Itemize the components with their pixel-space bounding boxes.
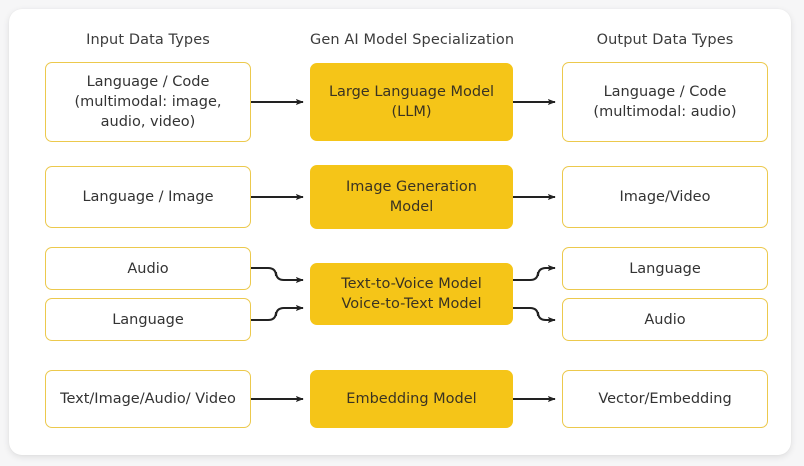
column-header-input: Input Data Types	[86, 32, 210, 48]
node-output-vector-embedding[interactable]: Vector/Embedding	[562, 370, 768, 428]
node-model-large-language-model[interactable]: Large Language Model (LLM)	[310, 63, 513, 141]
node-text: Language / Image	[82, 189, 214, 205]
node-text: Vector/Embedding	[598, 391, 732, 407]
node-text: Audio	[644, 311, 686, 328]
node-input-language[interactable]: Language	[45, 298, 251, 341]
node-output-language-code[interactable]: Language / Code (multimodal: audio)	[562, 62, 768, 142]
column-header-model: Gen AI Model Specialization	[310, 32, 515, 48]
node-text: Large Language Model (LLM)	[328, 84, 495, 120]
node-output-image-video[interactable]: Image/Video	[562, 166, 768, 228]
node-text: Image/Video	[619, 189, 711, 205]
node-text: Text-to-Voice Model Voice-to-Text Model	[341, 276, 482, 312]
node-text: Embedding Model	[346, 391, 477, 407]
node-input-audio[interactable]: Audio	[45, 247, 251, 290]
node-text: Audio	[127, 260, 169, 277]
node-model-embedding[interactable]: Embedding Model	[310, 370, 513, 428]
node-text: Language / Code (multimodal: audio)	[593, 84, 737, 120]
node-input-language-image[interactable]: Language / Image	[45, 166, 251, 228]
node-output-audio[interactable]: Audio	[562, 298, 768, 341]
node-text: Language / Code (multimodal: image, audi…	[74, 74, 222, 130]
node-input-text-image-audio-video[interactable]: Text/Image/Audio/ Video	[45, 370, 251, 428]
node-model-text-voice[interactable]: Text-to-Voice Model Voice-to-Text Model	[310, 263, 513, 325]
node-text: Language	[629, 260, 701, 277]
node-input-language-code[interactable]: Language / Code (multimodal: image, audi…	[45, 62, 251, 142]
node-model-image-generation[interactable]: Image Generation Model	[310, 165, 513, 229]
node-text: Text/Image/Audio/ Video	[60, 391, 236, 407]
node-text: Language	[112, 311, 184, 328]
node-text: Image Generation Model	[346, 179, 477, 215]
column-header-output: Output Data Types	[596, 32, 734, 48]
node-output-language[interactable]: Language	[562, 247, 768, 290]
